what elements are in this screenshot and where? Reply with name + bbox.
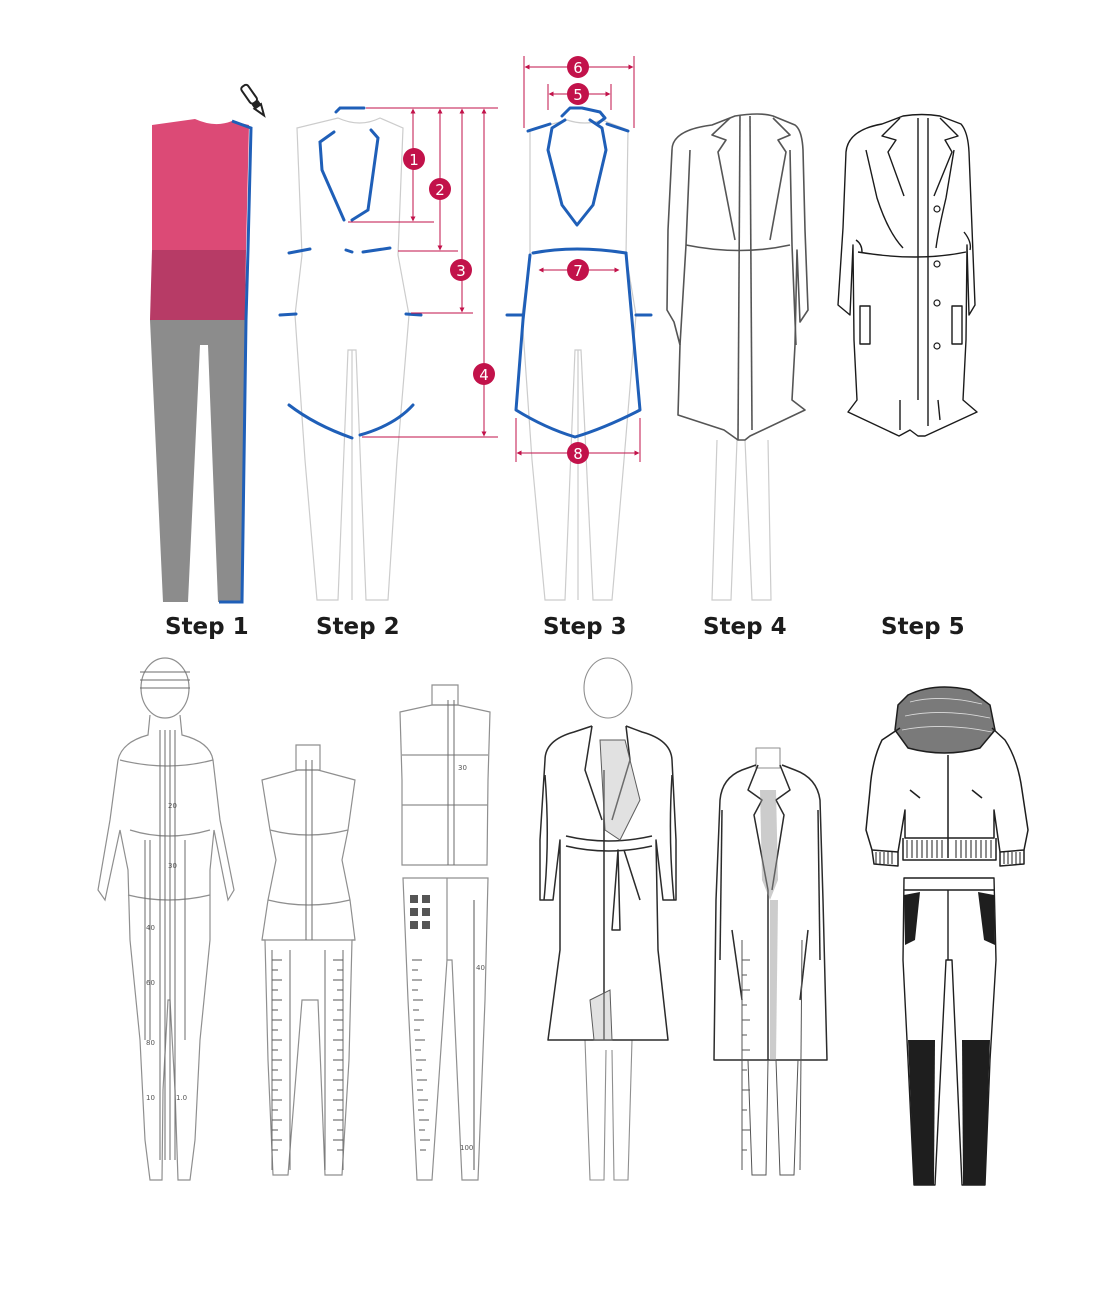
svg-text:5: 5 (573, 86, 583, 104)
step5-coat-sketch (837, 113, 978, 437)
svg-text:4: 4 (479, 366, 489, 384)
bottom-croquis-full-labels: 20 30 40 60 80 10 1.0 (146, 802, 187, 1102)
bottom-top-block (399, 684, 491, 866)
bottom-pants-ruler-labels: 30 40 100 (458, 764, 485, 1152)
measure-marker-4: 4 (473, 363, 495, 385)
bottom-moto-pants-panels (904, 892, 995, 1185)
svg-text:10: 10 (146, 1094, 155, 1102)
bottom-pants-qr-block (410, 895, 430, 929)
svg-text:100: 100 (460, 1144, 473, 1152)
step2-figure (294, 117, 410, 601)
bottom-trench-overlay (589, 739, 641, 1041)
step-2-label: Step 2 (316, 614, 400, 640)
measure-marker-7: 7 (567, 259, 589, 281)
step3-figure (521, 119, 637, 601)
step1-figure (150, 83, 266, 604)
measure-marker-2: 2 (429, 178, 451, 200)
svg-text:6: 6 (573, 59, 583, 77)
svg-text:1.0: 1.0 (176, 1094, 187, 1102)
svg-text:3: 3 (456, 262, 466, 280)
svg-text:2: 2 (435, 181, 445, 199)
svg-text:40: 40 (476, 964, 485, 972)
svg-text:30: 30 (458, 764, 467, 772)
measure-marker-3: 3 (450, 259, 472, 281)
step1-waist-band (150, 250, 246, 320)
step4-coat-sketch (666, 113, 809, 441)
step1-legs (150, 320, 245, 602)
bottom-top-block-scale (447, 700, 455, 865)
step3-blue-guides (505, 106, 653, 439)
bottom-croquis-full-scale (140, 671, 190, 1160)
step-4-label: Step 4 (703, 614, 787, 640)
bottom-pants-ruler-ticks (412, 900, 475, 1170)
measure-marker-6: 6 (567, 56, 589, 78)
svg-text:60: 60 (146, 979, 155, 987)
step1-bodice (152, 119, 249, 250)
step-1-label: Step 1 (165, 614, 249, 640)
svg-text:8: 8 (573, 445, 583, 463)
measure-marker-5: 5 (567, 83, 589, 105)
step1-right-contour (219, 119, 253, 604)
bottom-dress-form-scale (271, 760, 344, 1170)
step2-blue-guides (278, 106, 423, 440)
bottom-long-coat-ruler (741, 939, 803, 1176)
step5-buttons (933, 205, 941, 350)
bottom-pants-ruler (402, 877, 489, 1181)
bottom-bomber-hood (894, 686, 996, 754)
svg-text:40: 40 (146, 924, 155, 932)
svg-text:30: 30 (168, 862, 177, 870)
step-5-label: Step 5 (881, 614, 965, 640)
bottom-trench-croquis (583, 657, 633, 1181)
paintbrush-icon (240, 83, 266, 118)
bottom-dress-form (261, 744, 356, 1176)
svg-text:20: 20 (168, 802, 177, 810)
step4-figure (711, 439, 772, 601)
measure-marker-1: 1 (403, 148, 425, 170)
bottom-dress-form-ticks (272, 959, 343, 1151)
svg-text:1: 1 (409, 151, 419, 169)
measure-marker-8: 8 (567, 442, 589, 464)
svg-text:7: 7 (573, 262, 583, 280)
bottom-bomber-jacket (865, 727, 1029, 867)
step-3-label: Step 3 (543, 614, 627, 640)
bottom-long-coat-lining (760, 790, 778, 1060)
bottom-croquis-full (97, 657, 235, 1181)
bottom-moto-pants (902, 877, 997, 1186)
bottom-bomber-cuffs (875, 840, 1021, 864)
svg-text:80: 80 (146, 1039, 155, 1047)
